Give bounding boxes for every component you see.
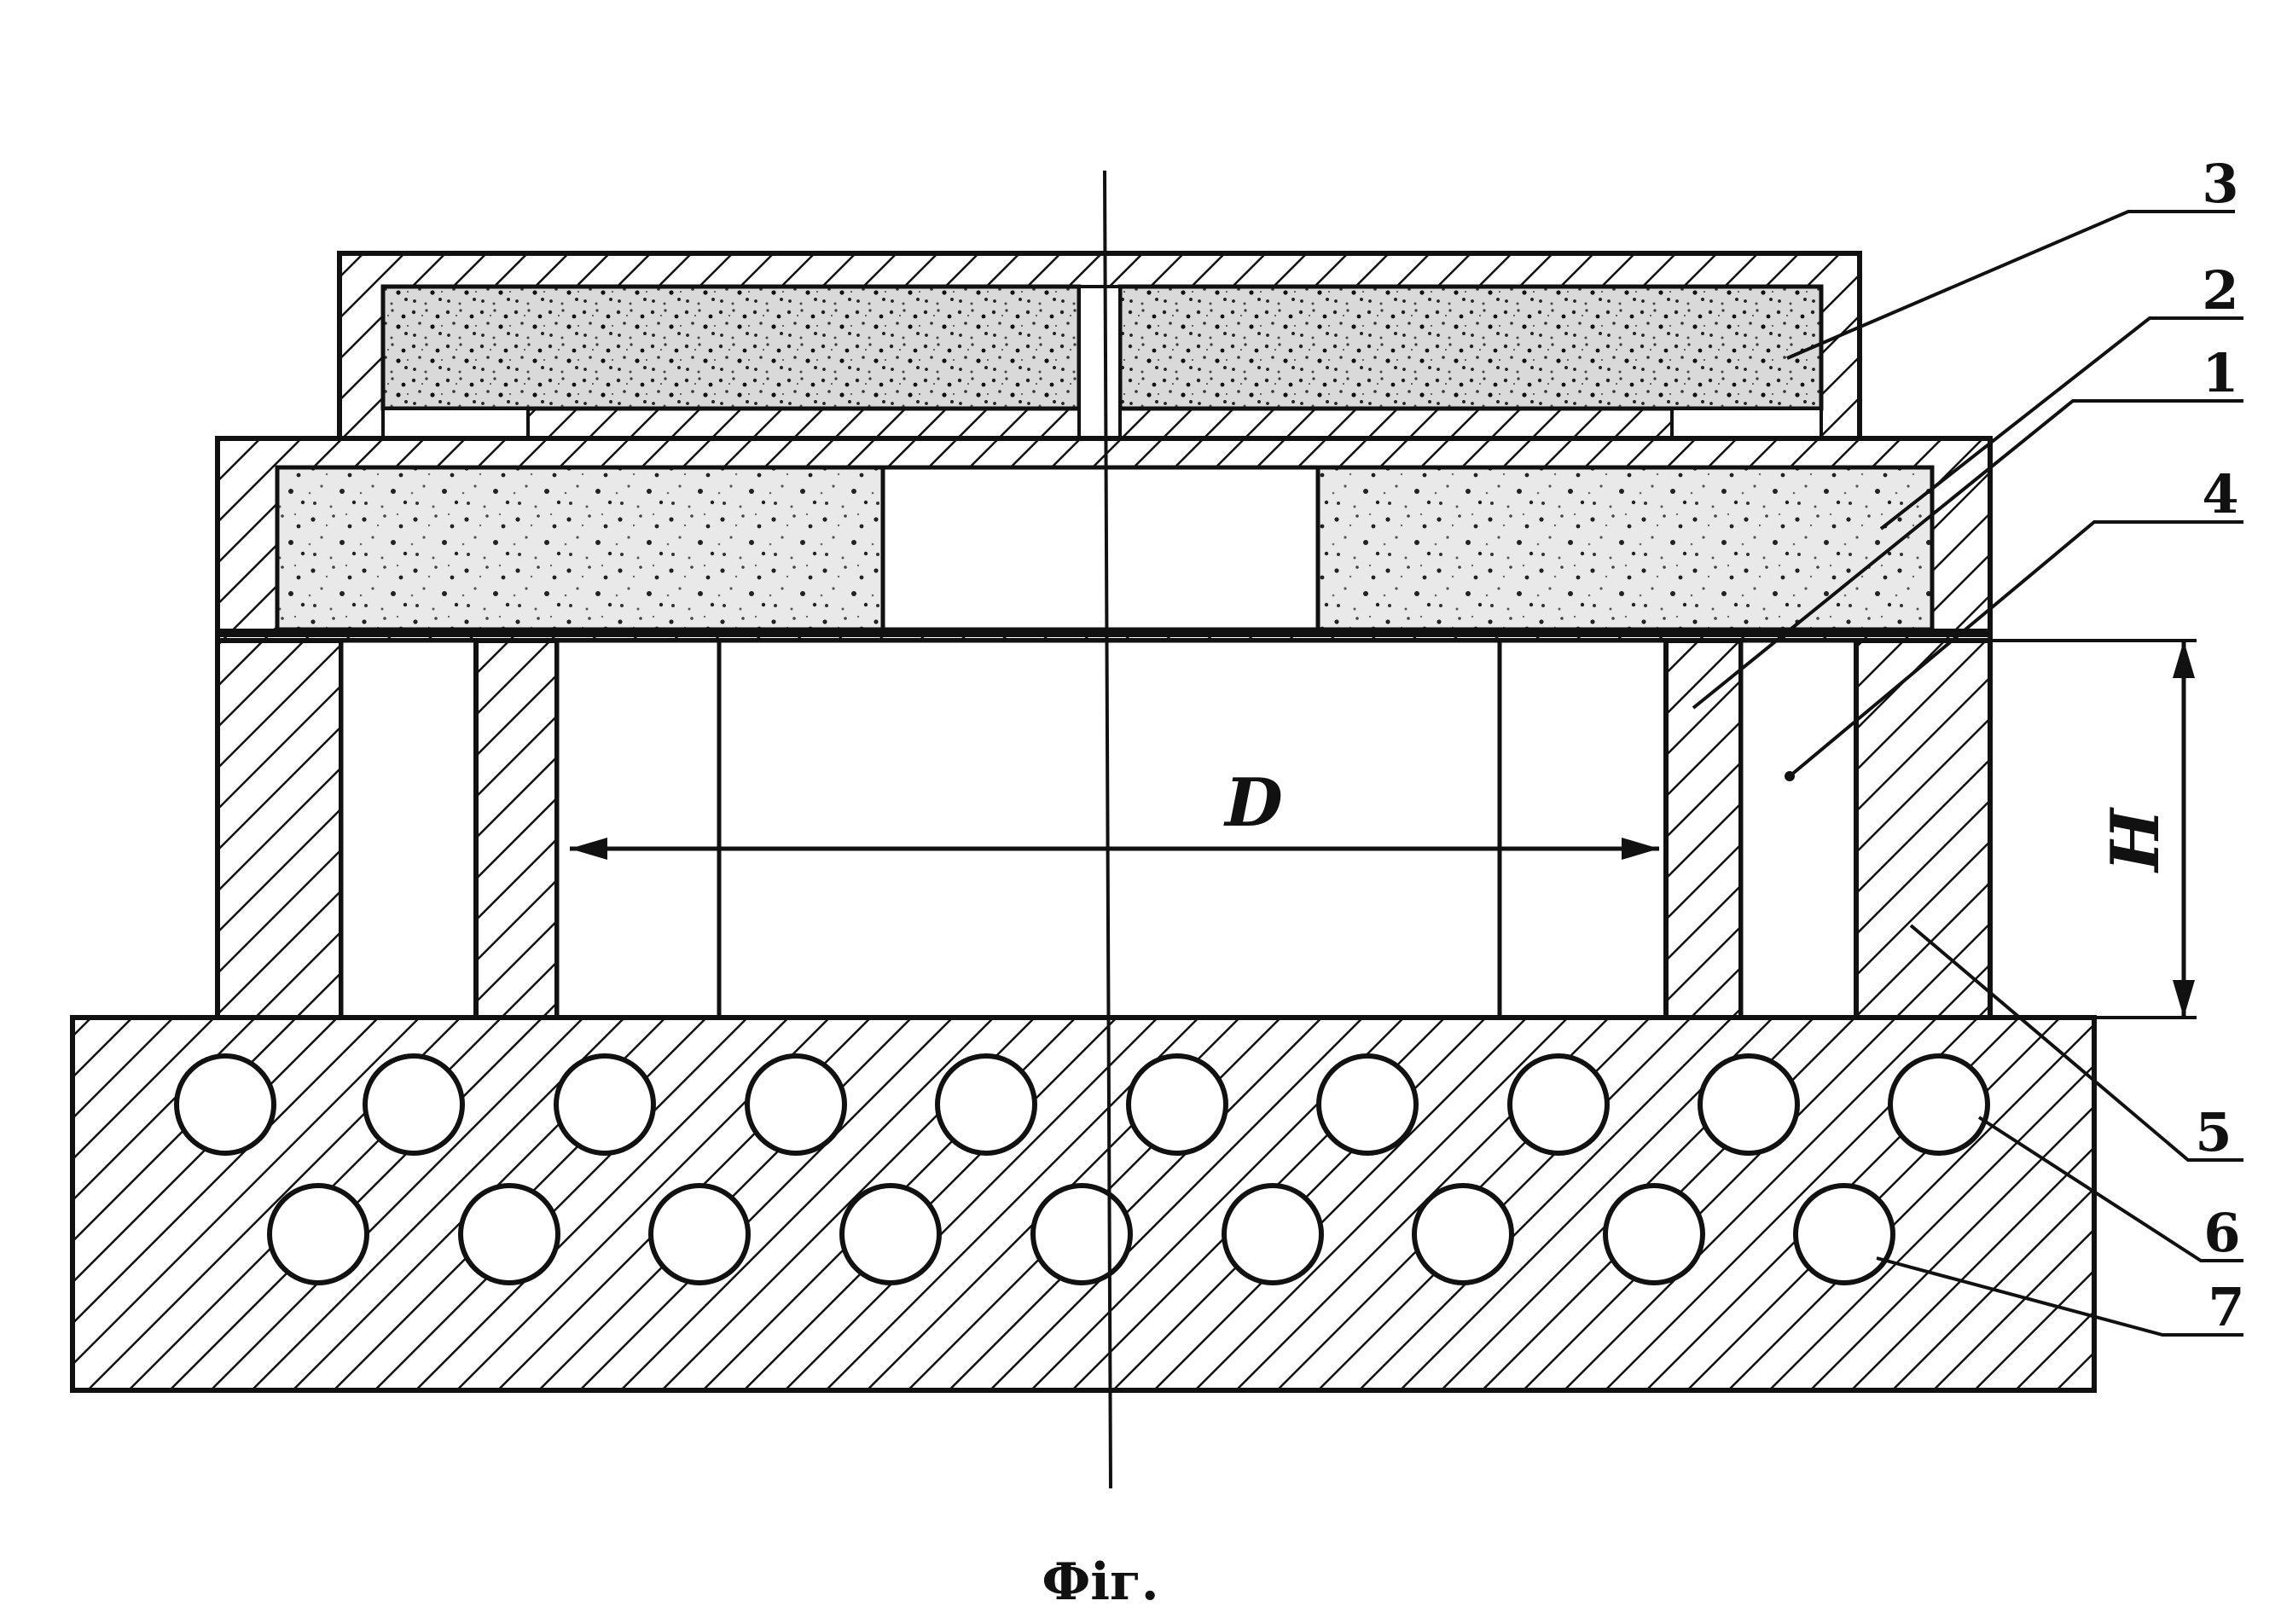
channel-left — [339, 638, 479, 1020]
top-cover-foot-right — [1670, 407, 1823, 440]
heating-tube — [1222, 1183, 1324, 1285]
outer-wall-left — [215, 638, 344, 1020]
leader-1 — [1692, 399, 2243, 710]
heating-tube — [1698, 1053, 1800, 1156]
leader-lines — [1692, 210, 2243, 1337]
chamber-walls — [215, 638, 1993, 1020]
leader-3 — [1786, 210, 2235, 360]
heating-tube — [1507, 1053, 1610, 1156]
callout-4: 4 — [2202, 463, 2238, 525]
heating-tube — [1030, 1183, 1133, 1285]
callout-2: 2 — [2202, 259, 2238, 322]
leader-5 — [1909, 924, 2243, 1162]
insulation-layer-3-left — [380, 284, 1082, 411]
leader-7 — [1876, 1256, 2243, 1337]
heating-tube — [745, 1053, 847, 1156]
leader-4 — [1788, 520, 2243, 778]
heating-tube — [267, 1183, 369, 1285]
heating-tube — [935, 1053, 1037, 1156]
top-cover-center-gap — [1077, 285, 1122, 440]
heating-tubes-row-upper — [174, 1053, 1990, 1156]
heating-tubes-row-lower — [267, 1183, 1895, 1285]
heating-tube — [1603, 1183, 1705, 1285]
callout-labels: 3 2 1 4 5 6 7 — [2195, 153, 2244, 1338]
heating-tube — [1793, 1183, 1895, 1285]
heating-tube — [174, 1053, 276, 1156]
middle-plate-center-opening — [880, 465, 1320, 632]
center-axis — [1103, 170, 1112, 1489]
heating-tube — [839, 1183, 942, 1285]
middle-plate — [215, 436, 1993, 643]
inner-wall-left — [473, 638, 560, 1020]
base-plate — [70, 1015, 2097, 1393]
figure-caption: Фіг. — [1042, 1552, 1158, 1612]
inner-wall-right — [1663, 638, 1744, 1020]
leader-2 — [1879, 316, 2243, 531]
heating-tube — [1412, 1183, 1514, 1285]
insulation-layer-2-right — [1315, 465, 1935, 632]
channel-right — [1738, 638, 1859, 1020]
heating-tube — [1888, 1053, 1990, 1156]
callout-7: 7 — [2208, 1276, 2244, 1338]
heating-tube — [458, 1183, 560, 1285]
top-cover — [337, 251, 1862, 441]
dimension-d-label: D — [1223, 764, 1283, 842]
insulation-layer-3-right — [1117, 284, 1824, 411]
heating-tube — [648, 1183, 751, 1285]
dimension-h: H — [1990, 639, 2197, 1019]
heating-tube — [554, 1053, 656, 1156]
callout-3: 3 — [2202, 153, 2238, 215]
callout-5: 5 — [2195, 1101, 2232, 1163]
heating-tube — [1316, 1053, 1419, 1156]
callout-6: 6 — [2203, 1202, 2240, 1264]
heating-tube — [1126, 1053, 1228, 1156]
dimension-h-label: H — [2097, 807, 2174, 873]
leader-6 — [1977, 1116, 2243, 1262]
top-cover-foot-left — [381, 407, 530, 440]
insulation-layer-2-left — [275, 465, 885, 632]
heating-tube — [363, 1053, 465, 1156]
outer-wall-right — [1854, 638, 1993, 1020]
callout-1: 1 — [2202, 342, 2238, 404]
dimension-d: D — [570, 764, 1659, 860]
